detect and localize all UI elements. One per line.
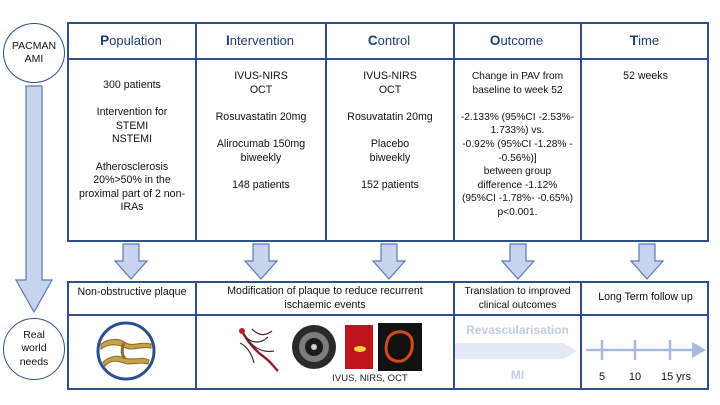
pico-header-divider bbox=[67, 58, 709, 60]
oct-image bbox=[378, 323, 422, 371]
timeline-tick-10: 10 bbox=[628, 371, 642, 383]
revascularisation-label: Revascularisation bbox=[466, 323, 569, 337]
arrow-outcome bbox=[501, 243, 535, 280]
time-body: 52 weeks bbox=[623, 70, 668, 82]
pico-divider-1 bbox=[195, 22, 197, 242]
ivus-catheter-image bbox=[239, 328, 279, 372]
needs-header-divider bbox=[67, 314, 709, 316]
needs-divider-2 bbox=[453, 281, 455, 390]
arrow-control bbox=[372, 243, 406, 280]
ivus-cross-section-image bbox=[290, 323, 338, 371]
plaque-vessel-icon bbox=[96, 321, 156, 381]
needs-divider-3 bbox=[580, 281, 582, 390]
imaging-caption: IVUS, NIRS, OCT bbox=[332, 373, 408, 384]
need-plaque-modification: Modification of plaque to reduce recurre… bbox=[227, 285, 423, 311]
imaging-panel: IVUS, NIRS, OCT bbox=[230, 317, 426, 387]
follow-up-timeline bbox=[586, 340, 706, 360]
mi-label: MI bbox=[510, 368, 525, 382]
arrow-population bbox=[114, 243, 148, 280]
arrow-time bbox=[630, 243, 664, 280]
nirs-image bbox=[345, 325, 373, 369]
revascularisation-mi-arrow bbox=[455, 343, 577, 359]
pico-divider-4 bbox=[580, 22, 582, 242]
pico-divider-3 bbox=[453, 22, 455, 242]
pico-divider-2 bbox=[325, 22, 327, 242]
need-nonobstructive-plaque: Non-obstructive plaque bbox=[77, 286, 187, 298]
need-long-term-follow-up: Long Term follow up bbox=[598, 291, 693, 303]
arrow-intervention bbox=[244, 243, 278, 280]
sidebar-down-arrow bbox=[14, 85, 54, 314]
needs-divider-1 bbox=[195, 281, 197, 390]
timeline-tick-15-yrs: 15 yrs bbox=[661, 371, 691, 383]
timeline-tick-5: 5 bbox=[598, 371, 606, 383]
